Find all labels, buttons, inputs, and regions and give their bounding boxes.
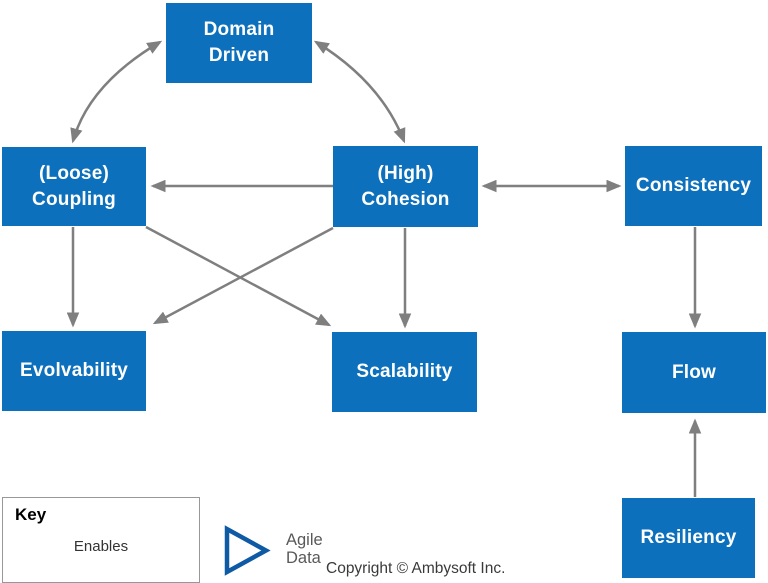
node-label-line: Driven — [208, 45, 270, 66]
logo-text-line2: Data — [286, 549, 321, 567]
node-label-line: Resiliency — [640, 527, 737, 548]
edge-cohesion-to-evolvability-arrow — [152, 226, 334, 325]
copyright-text: Copyright © Ambysoft Inc. — [326, 560, 506, 577]
node-label-line: Consistency — [635, 175, 752, 196]
legend-enables-label: Enables — [73, 538, 129, 555]
node-loose-coupling: (Loose) Coupling — [2, 147, 146, 226]
node-label-line: Coupling — [32, 188, 116, 210]
edge-domain-cohesion-bidirectional-arrow — [313, 40, 406, 144]
logo-text-line1: Agile — [286, 531, 323, 549]
node-flow: Flow — [622, 332, 766, 413]
node-scalability: Scalability — [332, 332, 477, 412]
node-resiliency: Resiliency — [622, 498, 755, 578]
node-label-line: Domain — [203, 19, 275, 40]
node-label-line: Scalability — [356, 361, 453, 382]
node-label-line: Evolvability — [20, 360, 128, 381]
node-label-line: (High) — [377, 162, 434, 184]
node-label-line: Flow — [671, 361, 717, 383]
node-label-line: Cohesion — [361, 188, 450, 210]
node-evolvability: Evolvability — [2, 331, 146, 411]
legend-box: Key Enables — [2, 497, 200, 583]
node-domain-driven: Domain Driven — [166, 3, 312, 83]
node-label-line: (Loose) — [38, 162, 109, 184]
legend-title: Key — [15, 505, 47, 524]
edge-domain-coupling-bidirectional-arrow — [70, 40, 163, 144]
node-consistency: Consistency — [625, 146, 762, 226]
agile-data-logo-icon — [224, 525, 271, 576]
edge-coupling-to-scalability-arrow — [145, 225, 332, 327]
node-high-cohesion: (High) Cohesion — [333, 146, 478, 227]
agile-data-logo-text: Agile Data — [286, 531, 323, 567]
